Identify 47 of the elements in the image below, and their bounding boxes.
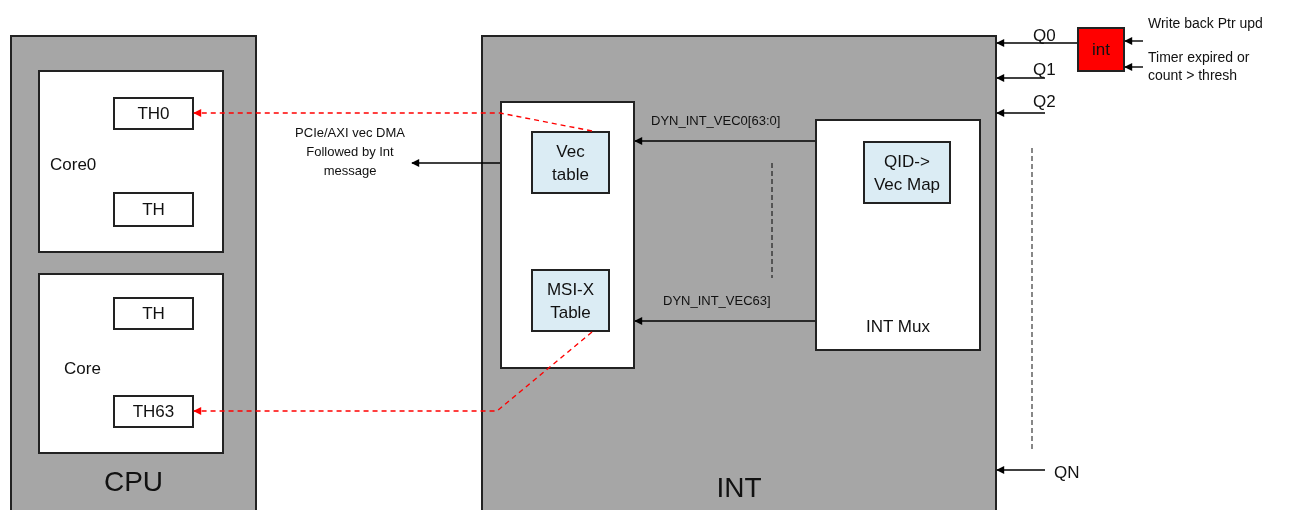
thread-box — [113, 395, 194, 428]
arrow — [634, 317, 816, 325]
node-label: QID-> Vec Map — [872, 150, 942, 196]
msix-table-box — [531, 269, 610, 332]
edge-label: Q0 — [1033, 26, 1056, 45]
edge-label: QN — [1054, 463, 1080, 482]
node-label: TH0 — [137, 102, 170, 125]
node-label: CPU — [103, 466, 164, 497]
arrow — [634, 137, 816, 145]
thread-box — [113, 97, 194, 130]
edge-label: Write back Ptr upd — [1148, 15, 1263, 31]
node-label: Vec table — [551, 140, 590, 186]
node-label: Core — [64, 359, 101, 378]
node-label: INT Mux — [866, 317, 930, 336]
node-label: Core0 — [50, 155, 97, 174]
annotation-text: PCIe/AXI vec DMA Followed by Int message — [295, 125, 405, 178]
interrupt-box — [1077, 27, 1125, 72]
edge-label: Q2 — [1033, 92, 1056, 111]
edge-label: Q1 — [1033, 60, 1056, 79]
map-box — [863, 141, 951, 204]
arrow — [1124, 63, 1144, 71]
core-box — [38, 70, 224, 253]
node-label: INT — [716, 472, 762, 503]
arrow — [193, 331, 593, 415]
node-label: MSI-X Table — [545, 278, 596, 324]
edge-label: DYN_INT_VEC63] — [663, 293, 771, 308]
arrow — [1124, 37, 1144, 45]
mux-box — [815, 119, 981, 351]
core-box — [38, 273, 224, 454]
arrow — [996, 466, 1046, 474]
node-label: TH63 — [132, 400, 175, 423]
table-container-box — [500, 101, 635, 369]
arrow — [411, 159, 501, 167]
arrow — [193, 109, 593, 132]
arrow — [996, 109, 1046, 117]
edge-label: DYN_INT_VEC0[63:0] — [651, 113, 781, 128]
thread-box — [113, 297, 194, 330]
vec-table-box — [531, 131, 610, 194]
arrow — [996, 74, 1046, 82]
node-label: int — [1092, 38, 1110, 61]
int-block — [481, 35, 997, 510]
arrow — [996, 39, 1078, 47]
edge-label: Timer expired or count > thresh — [1148, 49, 1250, 83]
node-label: TH — [142, 198, 165, 221]
cpu-block — [10, 35, 257, 510]
thread-box — [113, 192, 194, 227]
node-label: TH — [142, 302, 165, 325]
